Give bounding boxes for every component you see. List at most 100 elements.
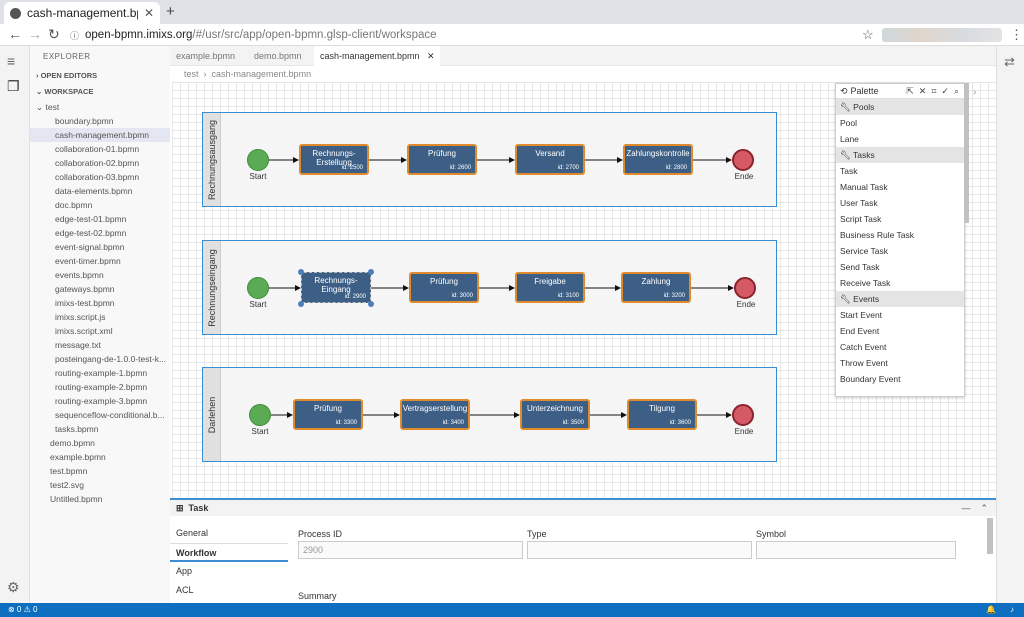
properties-divider[interactable] [170,498,996,500]
close-tab-icon[interactable]: ✕ [427,51,435,61]
folder-test[interactable]: ⌄ test [36,102,60,112]
file-item[interactable]: edge-test-02.bpmn [55,228,127,238]
hamburger-menu-icon[interactable]: ≡ [7,53,16,69]
site-info-icon[interactable]: ⓘ [70,30,80,41]
properties-scrollbar[interactable] [987,518,993,554]
settings-gear-icon[interactable]: ⚙ [7,579,20,595]
end-event[interactable] [734,277,756,299]
palette-item[interactable]: User Task [840,198,878,208]
palette-item[interactable]: Task [840,166,858,176]
reload-icon[interactable]: ↻ [48,26,60,42]
file-item[interactable]: example.bpmn [50,452,106,462]
file-item[interactable]: imixs-test.bpmn [55,298,115,308]
bell-icon[interactable]: ♪ [1010,605,1014,614]
close-tab-icon[interactable]: ✕ [143,6,154,20]
tab-example-bpmn[interactable]: example.bpmn [176,51,236,61]
delete-tool-icon[interactable]: ✕ [918,85,927,96]
browser-tab[interactable]: cash-management.bpmn ✕ [4,2,160,24]
palette-item[interactable]: Manual Task [840,182,888,192]
start-event[interactable] [247,149,269,171]
file-item[interactable]: tasks.bpmn [55,424,99,434]
end-event[interactable] [732,404,754,426]
file-item[interactable]: posteingang-de-1.0.0-test-k... [55,354,167,364]
selection-handle[interactable] [368,269,374,275]
palette-item[interactable]: Service Task [840,246,889,256]
tab-app[interactable]: App [176,566,193,576]
file-item[interactable]: routing-example-2.bpmn [55,382,148,392]
tab-workflow[interactable]: Workflow [170,543,288,562]
selection-handle[interactable] [298,301,304,307]
file-item[interactable]: boundary.bpmn [55,116,114,126]
search-icon[interactable]: ⌕ [953,85,959,96]
tab-acl[interactable]: ACL [176,585,194,595]
marquee-tool-icon[interactable]: ⌗ [931,85,937,96]
palette-group-pools[interactable]: 🔧︎ Pools [836,99,964,115]
process-id-input[interactable]: 2900 [298,541,523,559]
url-field[interactable]: ⓘ open-bpmn.imixs.org /#/usr/src/app/ope… [70,26,880,44]
breadcrumb-file[interactable]: cash-management.bpmn [211,69,312,79]
palette-item[interactable]: Lane [840,134,859,144]
selection-handle[interactable] [298,269,304,275]
file-item[interactable]: doc.bpmn [55,200,93,210]
symbol-input[interactable] [756,541,956,559]
file-item[interactable]: event-signal.bpmn [55,242,125,252]
file-item[interactable]: edge-test-01.bpmn [55,214,127,224]
file-item[interactable]: collaboration-02.bpmn [55,158,140,168]
palette-item[interactable]: Send Task [840,262,880,272]
end-event[interactable] [732,149,754,171]
palette-item[interactable]: Pool [840,118,858,128]
palette-item[interactable]: Start Event [840,310,883,320]
browser-menu-icon[interactable]: ⋮ [1010,27,1023,42]
file-item[interactable]: test.bpmn [50,466,88,476]
validate-icon[interactable]: ✓ [941,85,949,96]
pointer-tool-icon[interactable]: ⇱ [906,85,914,96]
collapse-palette-icon[interactable]: › [973,87,977,98]
outline-icon[interactable]: ⇄ [1004,54,1015,69]
open-editors-section[interactable]: › OPEN EDITORS [36,71,98,80]
minimize-icon[interactable]: — [961,502,971,513]
palette-item[interactable]: End Event [840,326,880,336]
file-item[interactable]: collaboration-01.bpmn [55,144,140,154]
collapse-icon[interactable]: ⌃ [980,502,988,513]
file-item[interactable]: cash-management.bpmn [30,128,170,142]
start-event[interactable] [247,277,269,299]
tab-cash-management-bpmn[interactable]: cash-management.bpmn✕ [314,46,440,66]
file-item[interactable]: collaboration-03.bpmn [55,172,140,182]
start-event[interactable] [249,404,271,426]
explorer-files-icon[interactable]: ❐ [7,78,20,94]
file-item[interactable]: gateways.bpmn [55,284,115,294]
tab-general[interactable]: General [176,528,209,538]
file-item[interactable]: sequenceflow-conditional.b... [55,410,165,420]
back-icon[interactable]: ← [8,26,22,42]
file-item[interactable]: imixs.script.js [55,312,106,322]
file-item[interactable]: imixs.script.xml [55,326,113,336]
breadcrumb-folder[interactable]: test [184,69,199,79]
file-item[interactable]: message.txt [55,340,101,350]
file-item[interactable]: event-timer.bpmn [55,256,121,266]
palette-item[interactable]: Boundary Event [840,374,901,384]
bookmark-star-icon[interactable]: ☆ [862,27,874,42]
file-item[interactable]: routing-example-1.bpmn [55,368,148,378]
tab-demo-bpmn[interactable]: demo.bpmn [254,51,302,61]
forward-icon[interactable]: → [28,26,42,42]
workspace-section[interactable]: ⌄ WORKSPACE [36,87,94,96]
type-input[interactable] [527,541,752,559]
file-item[interactable]: Untitled.bpmn [50,494,103,504]
file-item[interactable]: demo.bpmn [50,438,95,448]
palette-group-tasks[interactable]: 🔧︎ Tasks [836,147,964,163]
palette-item[interactable]: Business Rule Task [840,230,915,240]
palette-item[interactable]: Catch Event [840,342,887,352]
file-item[interactable]: events.bpmn [55,270,104,280]
palette-scrollbar[interactable] [964,83,969,223]
selection-handle[interactable] [368,301,374,307]
